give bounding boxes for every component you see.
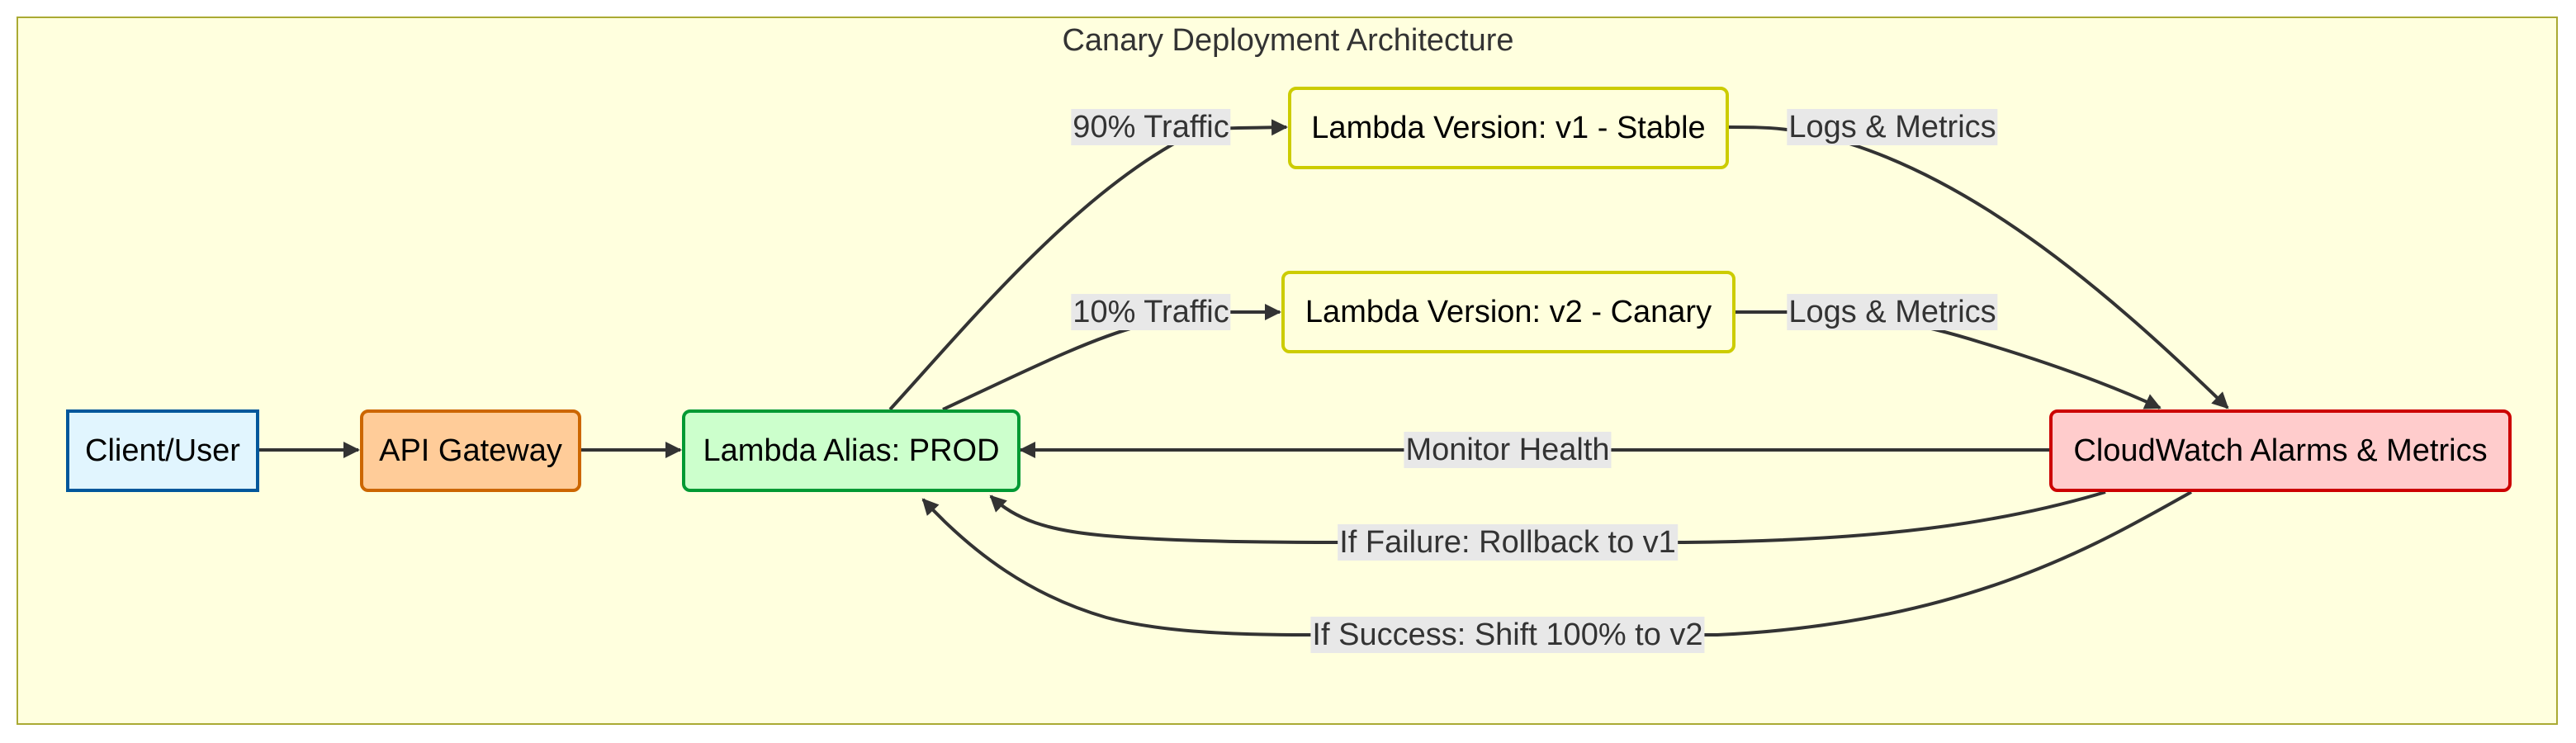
label-rollback: If Failure: Rollback to v1 xyxy=(1338,524,1678,561)
node-api-gateway[interactable]: API Gateway xyxy=(360,409,581,492)
node-lambda-v2-canary[interactable]: Lambda Version: v2 - Canary xyxy=(1281,271,1735,353)
label-logs-metrics-v2: Logs & Metrics xyxy=(1787,294,1998,330)
label-shift: If Success: Shift 100% to v2 xyxy=(1310,617,1705,653)
label-10-traffic: 10% Traffic xyxy=(1071,294,1231,330)
node-lambda-alias-prod[interactable]: Lambda Alias: PROD xyxy=(682,409,1020,492)
edge-shift xyxy=(921,490,2192,637)
node-cloudwatch[interactable]: CloudWatch Alarms & Metrics xyxy=(2049,409,2512,492)
node-client-user[interactable]: Client/User xyxy=(66,409,259,492)
node-lambda-v1-stable[interactable]: Lambda Version: v1 - Stable xyxy=(1288,87,1729,169)
edge-rollback xyxy=(989,490,2106,544)
edge-alias-v1 xyxy=(888,119,1288,411)
edge-v1-cloudwatch xyxy=(1728,125,2229,409)
label-monitor-health: Monitor Health xyxy=(1404,432,1612,468)
label-90-traffic: 90% Traffic xyxy=(1071,109,1231,145)
label-logs-metrics-v1: Logs & Metrics xyxy=(1787,109,1998,145)
cluster-title: Canary Deployment Architecture xyxy=(1062,23,1514,58)
